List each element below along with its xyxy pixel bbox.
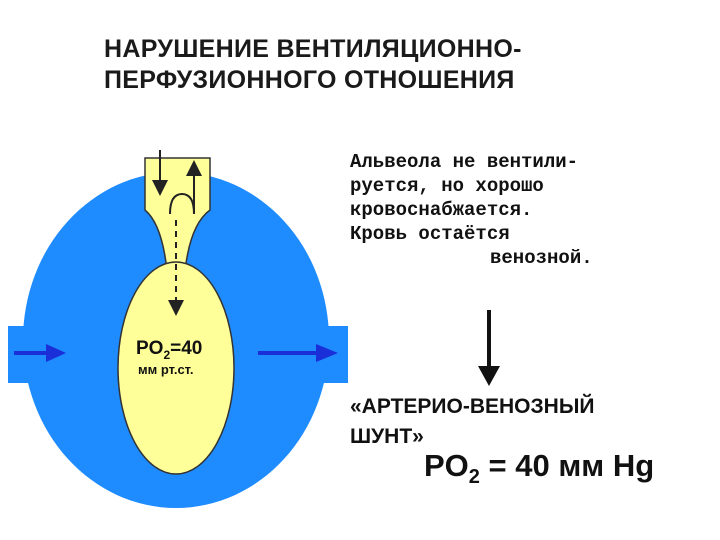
title-line-2: ПЕРФУЗИОННОГО ОТНОШЕНИЯ <box>104 66 515 94</box>
alveolus-po2-label: PO2=40 <box>136 338 203 362</box>
down-arrow-icon <box>478 310 500 386</box>
description-text: Альвеола не вентили- руется, но хорошо к… <box>350 150 680 270</box>
description-line-3: кровоснабжается. <box>350 199 533 221</box>
description-line-1: Альвеола не вентили- <box>350 151 579 173</box>
blood-inflow-arrow-head <box>46 344 66 362</box>
title-line-1: НАРУШЕНИЕ ВЕНТИЛЯЦИОННО- <box>104 35 522 63</box>
result-po2-formula: PO2 = 40 мм Hg <box>424 448 655 489</box>
shunt-label: «АРТЕРИО-ВЕНОЗНЫЙ ШУНТ» <box>350 392 594 452</box>
blood-outflow-arrow-head <box>316 344 338 362</box>
air-return-loop <box>169 160 202 215</box>
alveolus-po2-unit: мм рт.ст. <box>138 362 194 377</box>
slide-title: НАРУШЕНИЕ ВЕНТИЛЯЦИОННО- ПЕРФУЗИОННОГО О… <box>104 34 664 96</box>
description-line-2: руется, но хорошо <box>350 175 544 197</box>
shunt-line-1: «АРТЕРИО-ВЕНОЗНЫЙ <box>350 395 595 418</box>
alveolus <box>117 261 235 475</box>
description-line-4: Кровь остаётся <box>350 223 510 245</box>
shunt-line-2: ШУНТ» <box>350 425 424 448</box>
description-line-5: венозной. <box>490 247 593 269</box>
